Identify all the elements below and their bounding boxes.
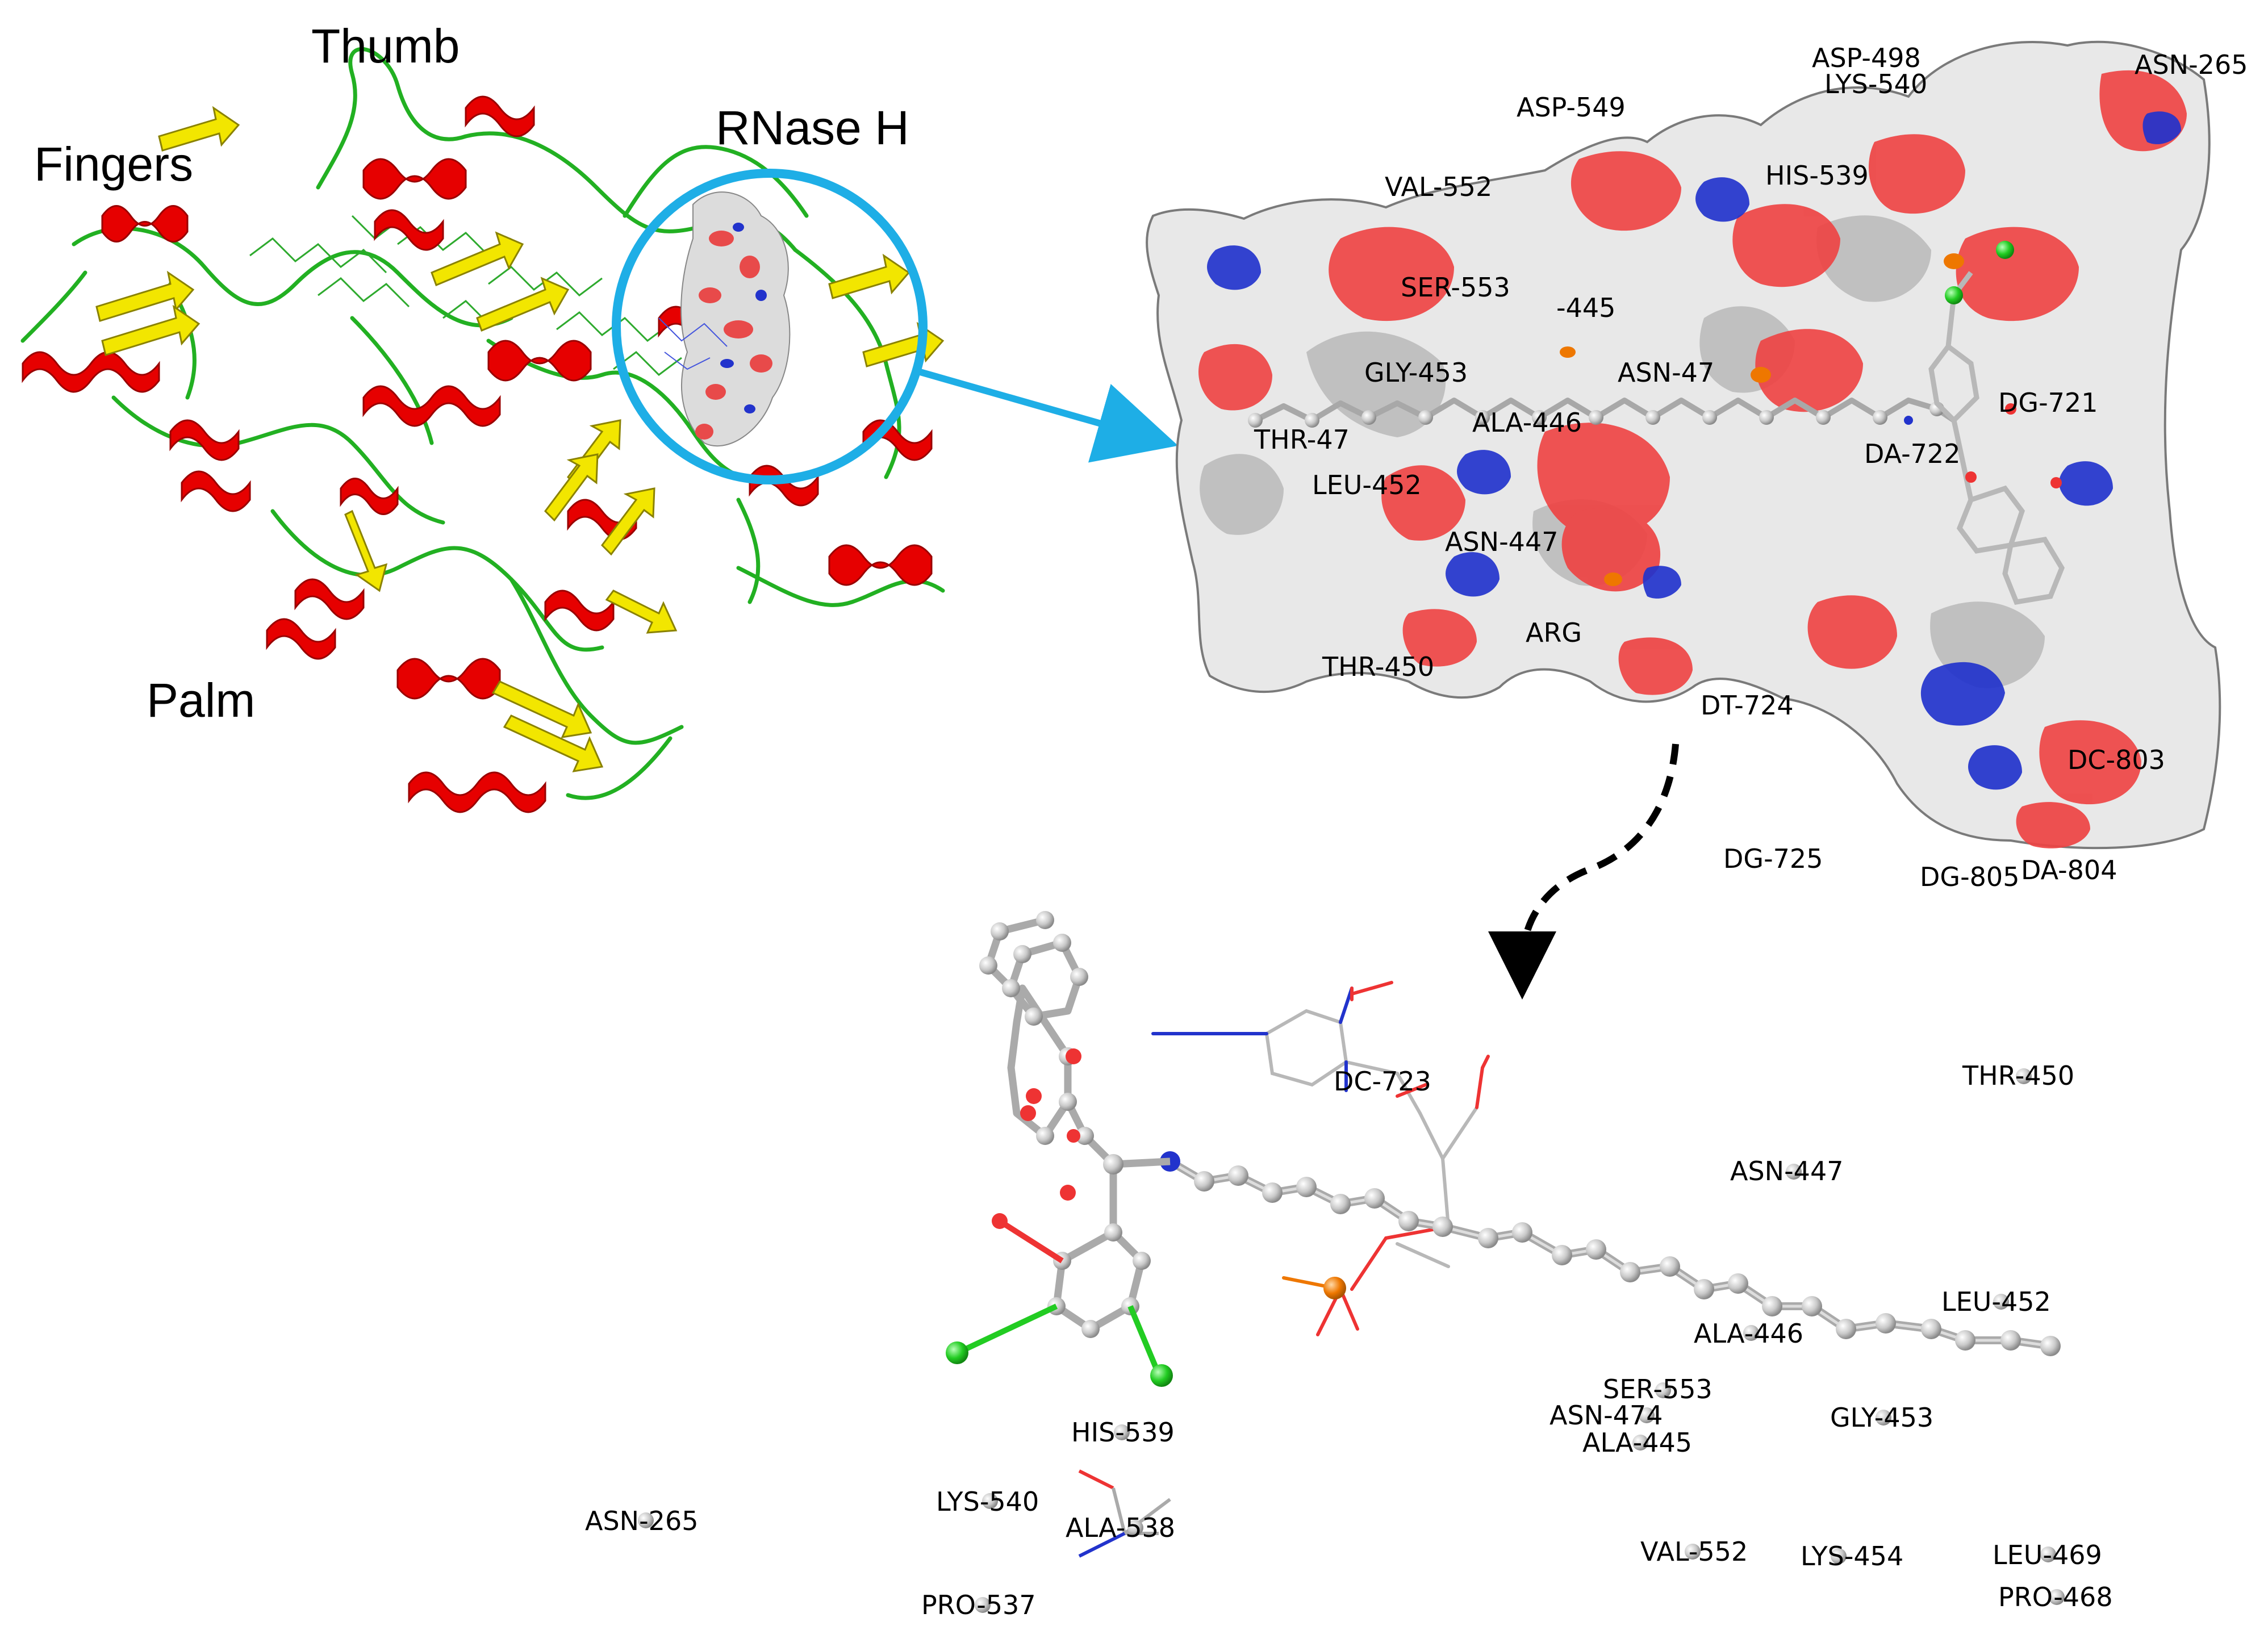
nucleic-acid-sticks [249,215,682,376]
surface-label-da-722: DA-722 [1864,438,1960,469]
ligand-label-ala-538: ALA-538 [1066,1512,1175,1543]
ligand-label-asn-474: ASN-474 [1549,1400,1663,1431]
palm-label: Palm [147,674,255,727]
surface-label-asn-265: ASN-265 [2135,49,2248,80]
surface-label-asn-447: ASN-447 [1445,526,1558,557]
surface-ligand [1248,241,2065,605]
ligand-label-dc-723: DC-723 [1334,1066,1431,1097]
ligand-label-lys-540: LYS-540 [936,1486,1039,1517]
surface-label-dg-721: DG-721 [1998,387,2098,418]
ligand-label-leu-469: LEU-469 [1993,1540,2102,1570]
ligand-label-ser-553: SER-553 [1603,1374,1713,1405]
surface-label-x-445: -445 [1556,292,1615,323]
phosphorus-patches [1560,253,1964,586]
ligand-interaction-panel: DC-723 THR-450 ASN-447 LEU-452 ALA-446 S… [585,911,2113,1620]
rnase-h-surface-patch [658,191,791,447]
ligand-head-group [946,911,1173,1387]
ligand-label-pro-537: PRO-537 [921,1590,1036,1620]
ligand-label-asn-447: ASN-447 [1730,1156,1843,1186]
surface-label-leu-452: LEU-452 [1312,470,1422,500]
ligand-label-val-552: VAL-552 [1640,1536,1748,1567]
oxygen-patches [1198,70,2187,848]
surface-label-gly-453: GLY-453 [1364,357,1468,388]
ligand-label-his-539: HIS-539 [1071,1417,1175,1448]
thumb-label: Thumb [311,19,460,73]
ligand-label-gly-453: GLY-453 [1830,1402,1933,1433]
nitrogen-patches [1207,111,2181,790]
zoom-arrow [919,369,1179,463]
ligand-label-lys-454: LYS-454 [1801,1541,1903,1571]
surface-label-asp-549: ASP-549 [1517,92,1626,123]
surface-label-lys-540: LYS-540 [1824,69,1927,99]
fingers-label: Fingers [34,137,193,191]
ligand-label-ala-446: ALA-446 [1694,1318,1803,1349]
surface-label-ser-553: SER-553 [1401,272,1510,303]
surface-label-dg-805: DG-805 [1920,862,2019,892]
surface-label-val-552: VAL-552 [1385,172,1492,202]
surface-label-thr-47: THR-47 [1254,424,1350,455]
ligand-label-thr-450: THR-450 [1962,1060,2074,1091]
ligand-label-pro-468: PRO-468 [1998,1582,2113,1612]
surface-label-his-539: HIS-539 [1765,160,1869,191]
surface-label-dc-803: DC-803 [2067,745,2165,775]
rnase-h-label: RNase H [716,101,909,154]
surface-residue-labels: ASP-498 LYS-540 ASN-265 ASP-549 HIS-539 … [1254,43,2248,892]
rnase-h-highlight-circle [612,169,928,484]
detail-dashed-arrow [1488,743,1679,1000]
surface-label-ala-446: ALA-446 [1472,407,1582,438]
surface-label-arg: ARG [1526,617,1582,648]
ligand-aliphatic-chain [1160,1151,2061,1356]
dc-723-nucleotide [1151,981,1490,1336]
ligand-label-asn-265: ASN-265 [585,1506,698,1536]
surface-label-asp-498: ASP-498 [1812,43,1921,73]
molecular-surface-panel: ASP-498 LYS-540 ASN-265 ASP-549 HIS-539 … [1146,40,2248,892]
surface-label-dg-725: DG-725 [1723,843,1823,874]
residue-spheres [638,1068,2065,1613]
surface-label-asn-47: ASN-47 [1618,357,1714,388]
surface-label-da-804: DA-804 [2021,855,2117,885]
ligand-label-leu-452: LEU-452 [1941,1286,2051,1317]
surface-label-dt-724: DT-724 [1701,690,1794,721]
ligand-label-ala-445: ALA-445 [1582,1427,1692,1458]
surface-label-thr-450: THR-450 [1322,651,1434,682]
ligand-residue-labels: DC-723 THR-450 ASN-447 LEU-452 ALA-446 S… [585,1060,2113,1620]
beta-strands [95,106,945,772]
protein-ribbon-panel: Thumb Fingers RNase H Palm [20,19,945,813]
